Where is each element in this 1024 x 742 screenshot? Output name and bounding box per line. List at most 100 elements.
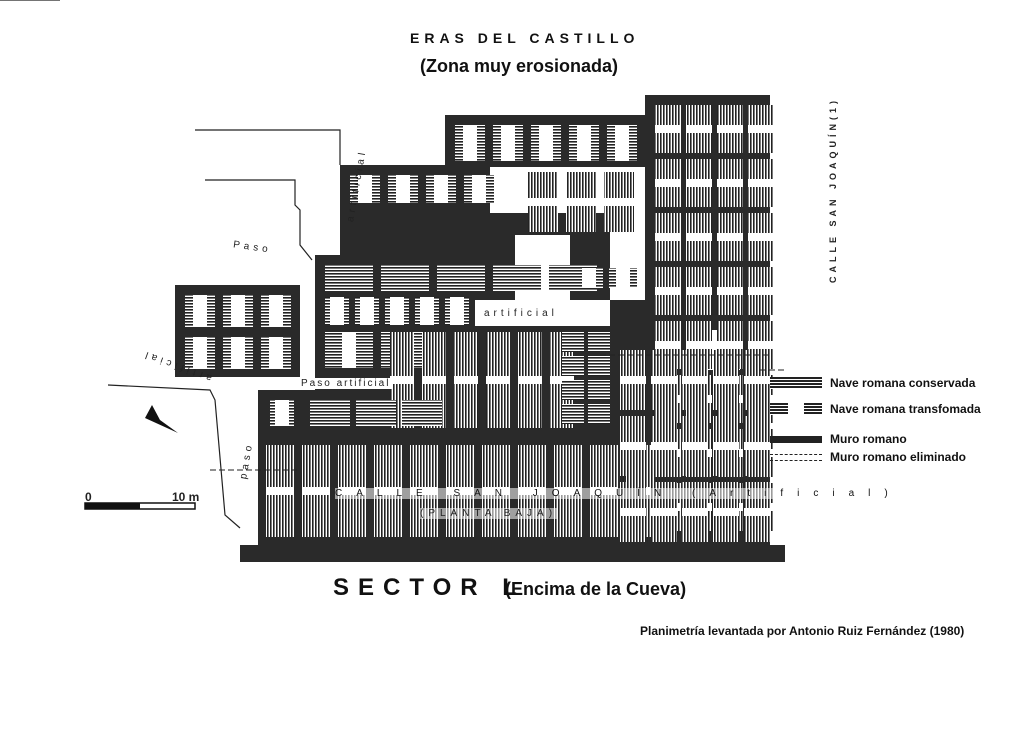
sector-title: SECTOR L xyxy=(333,574,526,601)
scale-end: 10 m xyxy=(172,490,200,504)
roman-nave xyxy=(562,356,584,376)
scale-start: 0 xyxy=(85,490,92,504)
transformed-gap xyxy=(744,442,770,450)
north-arrow-icon xyxy=(145,405,178,433)
hatched-nave-gap-icon xyxy=(770,403,822,415)
transformed-gap xyxy=(463,125,477,161)
roman-nave xyxy=(562,332,584,352)
transformed-gap xyxy=(651,442,677,450)
transformed-gap xyxy=(620,376,646,384)
legend-label: Muro romano xyxy=(830,432,907,446)
transformed-gap xyxy=(193,337,207,369)
transformed-gap xyxy=(655,125,681,133)
transformed-gap xyxy=(518,376,542,384)
transformed-gap xyxy=(748,125,774,133)
transformed-gap xyxy=(566,198,596,206)
roman-nave xyxy=(588,380,610,400)
transformed-gap xyxy=(396,175,410,203)
roman-nave xyxy=(588,404,610,424)
transformed-gap xyxy=(302,487,330,495)
label-calle-san-joaquin-right: CALLE SAN JOAQUÍN(1) xyxy=(828,96,839,284)
legend-item-transformada: Nave romana transfomada xyxy=(770,402,981,416)
transformed-gap xyxy=(434,175,448,203)
transformed-gap xyxy=(193,295,207,327)
transformed-gap xyxy=(744,508,770,516)
transformed-gap xyxy=(655,233,681,241)
transformed-gap xyxy=(713,376,739,384)
transformed-gap xyxy=(615,125,629,161)
roman-nave xyxy=(381,265,429,291)
transformed-gap xyxy=(713,508,739,516)
transformed-gap xyxy=(748,179,774,187)
transformed-gap xyxy=(686,125,712,133)
transformed-gap xyxy=(422,376,446,384)
transformed-gap xyxy=(269,295,283,327)
transformed-gap xyxy=(748,233,774,241)
transformed-gap xyxy=(717,233,743,241)
transformed-gap xyxy=(450,297,464,325)
transformed-gap xyxy=(717,125,743,133)
transformed-gap xyxy=(577,125,591,161)
sector-note: (Encima de la Cueva) xyxy=(505,579,687,599)
transformed-gap xyxy=(620,508,646,516)
legend-item-muro: Muro romano xyxy=(770,432,907,446)
credit: Planimetría levantada por Antonio Ruiz F… xyxy=(640,624,965,638)
legend-label: Muro romano eliminado xyxy=(830,450,967,464)
transformed-gap xyxy=(655,287,681,295)
transformed-gap xyxy=(231,295,245,327)
transformed-gap xyxy=(604,198,634,206)
transformed-gap xyxy=(651,376,677,384)
transformed-gap xyxy=(390,376,414,384)
roman-nave xyxy=(588,356,610,376)
roman-nave xyxy=(356,400,396,426)
transformed-gap xyxy=(748,341,774,349)
hatched-nave-icon xyxy=(770,377,822,389)
transformed-gap xyxy=(686,233,712,241)
transformed-gap xyxy=(651,508,677,516)
transformed-gap xyxy=(620,442,646,450)
roman-nave xyxy=(562,380,584,400)
transformed-gap xyxy=(358,175,372,203)
transformed-gap xyxy=(686,179,712,187)
title: ERAS DEL CASTILLO xyxy=(410,30,640,46)
transformed-gap xyxy=(717,179,743,187)
transformed-gap xyxy=(748,287,774,295)
transformed-gap xyxy=(744,376,770,384)
transformed-gap xyxy=(472,175,486,203)
solid-wall-icon xyxy=(770,435,822,443)
transformed-gap xyxy=(682,508,708,516)
transformed-gap xyxy=(686,341,712,349)
transformed-gap xyxy=(231,337,245,369)
transformed-gap xyxy=(420,297,434,325)
transformed-gap xyxy=(330,297,344,325)
transformed-gap xyxy=(582,268,596,288)
transformed-gap xyxy=(655,341,681,349)
label-planta-baja: (PLANTA BAJA) xyxy=(420,508,558,519)
roman-wall xyxy=(240,545,785,562)
transformed-gap xyxy=(342,332,356,368)
transformed-gap xyxy=(501,125,515,161)
terrain-lines xyxy=(0,0,341,529)
transformed-gap xyxy=(682,376,708,384)
buildings xyxy=(175,95,785,562)
scale-bar xyxy=(84,502,196,510)
roman-nave xyxy=(325,265,373,291)
transformed-gap xyxy=(266,487,294,495)
roman-nave xyxy=(493,265,541,291)
transformed-gap xyxy=(686,287,712,295)
dashed-wall-icon xyxy=(770,453,822,461)
label-artificial-center: artificial xyxy=(480,308,562,319)
roman-nave xyxy=(402,400,442,426)
transformed-gap xyxy=(717,341,743,349)
transformed-gap xyxy=(454,376,478,384)
legend-label: Nave romana transfomada xyxy=(830,402,981,416)
transformed-gap xyxy=(616,268,630,288)
legend-item-conservada: Nave romana conservada xyxy=(770,376,975,390)
transformed-gap xyxy=(360,297,374,325)
transformed-gap xyxy=(486,376,510,384)
roman-nave xyxy=(437,265,485,291)
transformed-gap xyxy=(655,179,681,187)
transformed-gap xyxy=(713,442,739,450)
label-paso-artificial: Paso artificial xyxy=(298,378,394,389)
transformed-gap xyxy=(275,400,289,426)
